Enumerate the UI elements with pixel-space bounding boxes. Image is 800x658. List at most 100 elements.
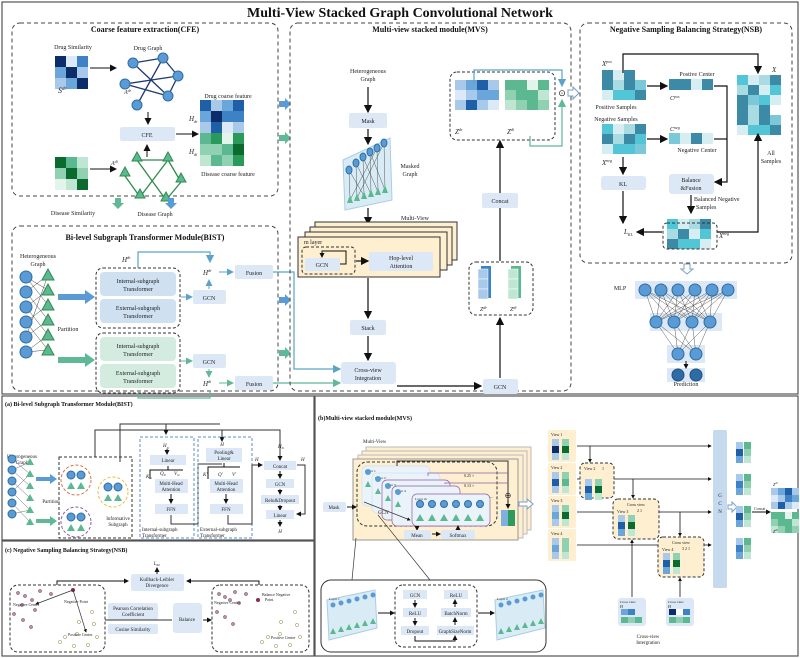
cross-view-h: H [667,604,672,609]
mlp-edge [660,289,693,323]
zc-group [468,261,534,316]
view-cell [663,567,670,574]
cross-view-label: Cross view [627,502,645,507]
graph-triangle-node [464,514,472,521]
top-frame [1,1,799,395]
matrix-cell [624,134,635,144]
matrix-cell [233,155,244,166]
b-detail-relu-label: ReLU [409,612,422,617]
drug-graph [119,52,184,111]
informative-subgraphs [60,464,129,538]
matrix-cell [680,79,691,90]
graph-node [338,600,344,606]
graph-triangle-node [506,626,512,632]
matrix-cell [624,80,635,90]
a-concat-box [264,461,296,470]
z-cell [778,488,785,495]
b-multiview-label: Multi-View [363,440,387,445]
matrix-cell [770,75,781,85]
graph-node [345,165,353,175]
matrix-cell [602,70,613,80]
b-mean-box [404,530,431,539]
view-cell [562,552,569,559]
bist-skip-arrow-di [137,391,211,399]
neg-point [49,592,53,596]
external-ffn-box [210,504,243,514]
zc-cell [744,456,751,463]
bist-bipartite-graph [19,267,55,359]
balance-fusion-box [669,174,714,194]
zc-cell [477,268,489,280]
matrix-cell [55,179,66,190]
graph-node [7,454,17,464]
k-si-label: KSi [145,475,152,480]
internal-linear-label: Linear [161,459,174,464]
b-weight-2: 0.13 × [464,483,474,488]
view-cell [628,522,635,529]
view-cell [663,553,670,560]
neg-point [16,591,20,595]
balance-fusion-label: Balance&Fusion [680,178,701,192]
c-neg-label: Cneg [670,125,680,133]
graph-edge [362,156,365,197]
mvs-stack-box [350,320,386,335]
kl-divergence-box [131,574,184,591]
oplus-icon: ⊕ [505,491,512,500]
matrix-cell [770,85,781,95]
neg-point [21,618,25,622]
graph-node [362,594,368,600]
matrix-cell [488,90,499,100]
layer-label: Layer m [415,497,427,501]
b-detail-ops-group [394,584,478,648]
graph-node [506,600,512,606]
matrix-cell [477,90,488,100]
pos-point [92,622,96,626]
view-cell [562,538,569,545]
z-cell [792,488,799,495]
positive-center-vector [669,79,713,90]
mlp-neuron [654,283,668,297]
matrix-cell [602,124,613,134]
graph-node [113,482,123,492]
h-bar-si-label: HSi [277,445,284,450]
matrix-cell [466,90,477,100]
graph-node [172,70,184,82]
graph-triangle-node [104,494,112,501]
matrix-cell [222,144,233,155]
arrow-centers-balance [713,85,728,187]
cosine-label: Cosine Similarity [115,628,151,633]
mlp-neuron [649,315,663,329]
view-cell [628,529,635,536]
matrix-cell [700,219,711,229]
matrix-cell [613,90,624,100]
neg-point [217,592,221,596]
graph-node [416,500,424,508]
neg-point [12,612,16,616]
a-dr-label: Adr [123,88,132,96]
graph-edge [348,169,351,201]
disease-graph-nodes [119,150,187,202]
graph-node [7,476,17,486]
matrix-cell [624,90,635,100]
matrix-cell [667,229,678,239]
pos-point [266,635,270,639]
neg-point [231,622,235,626]
zc-cell [477,278,489,290]
matrix-cell [700,229,711,239]
zc-di-label: Zdi [510,305,516,313]
pos-point [298,635,302,639]
graph-node [162,90,174,102]
matrix-cell [211,100,222,111]
di-internal-transformer [100,337,176,361]
matrix-cell [77,78,88,89]
matrix-cell [613,134,624,144]
c-left-to-kl [56,578,129,585]
bist-fusion-dr-label: Fusion [246,271,262,277]
mvs-concat-box [482,193,518,208]
graph-triangle-node [41,327,55,341]
matrix-cell [737,125,748,135]
